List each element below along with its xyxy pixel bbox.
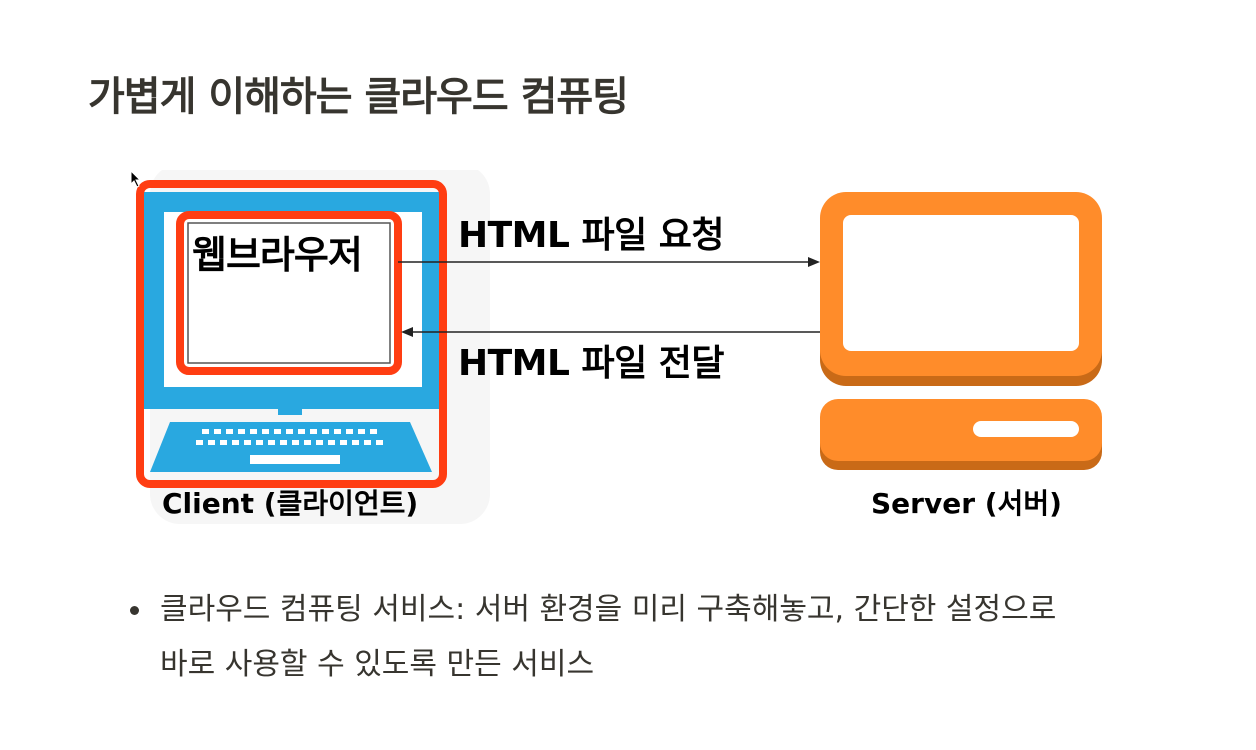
bullet-text-line-1: 클라우드 컴퓨팅 서비스: 서버 환경을 미리 구축해놓고, 간단한 설정으로 <box>160 592 1057 627</box>
response-arrow <box>401 327 822 337</box>
server-caption: Server (서버) <box>871 487 1062 520</box>
bullet-text-line-2: 바로 사용할 수 있도록 만든 서비스 <box>160 647 595 682</box>
browser-label: 웹브라우저 <box>192 233 363 277</box>
bullet-list: 클라우드 컴퓨팅 서비스: 서버 환경을 미리 구축해놓고, 간단한 설정으로 … <box>130 582 1170 692</box>
server-icon <box>820 192 1102 470</box>
list-item: 클라우드 컴퓨팅 서비스: 서버 환경을 미리 구축해놓고, 간단한 설정으로 … <box>130 582 1170 692</box>
browser-highlight-box <box>176 211 402 375</box>
client-server-diagram: 웹브라우저 HTML 파일 요청 HTML 파일 전달 Client (클라이언… <box>130 170 1110 530</box>
browser-window-frame <box>187 222 391 364</box>
diagram-graphic <box>136 170 1102 524</box>
cursor-icon <box>130 170 142 188</box>
client-caption: Client (클라이언트) <box>162 487 419 520</box>
client-highlight-box <box>136 180 447 488</box>
page-title: 가볍게 이해하는 클라우드 컴퓨팅 <box>88 74 629 120</box>
response-label: HTML 파일 전달 <box>458 343 725 384</box>
bullet-dot <box>130 606 139 615</box>
request-arrow <box>398 257 820 267</box>
keyboard-icon <box>150 422 432 472</box>
request-label: HTML 파일 요청 <box>458 215 725 256</box>
